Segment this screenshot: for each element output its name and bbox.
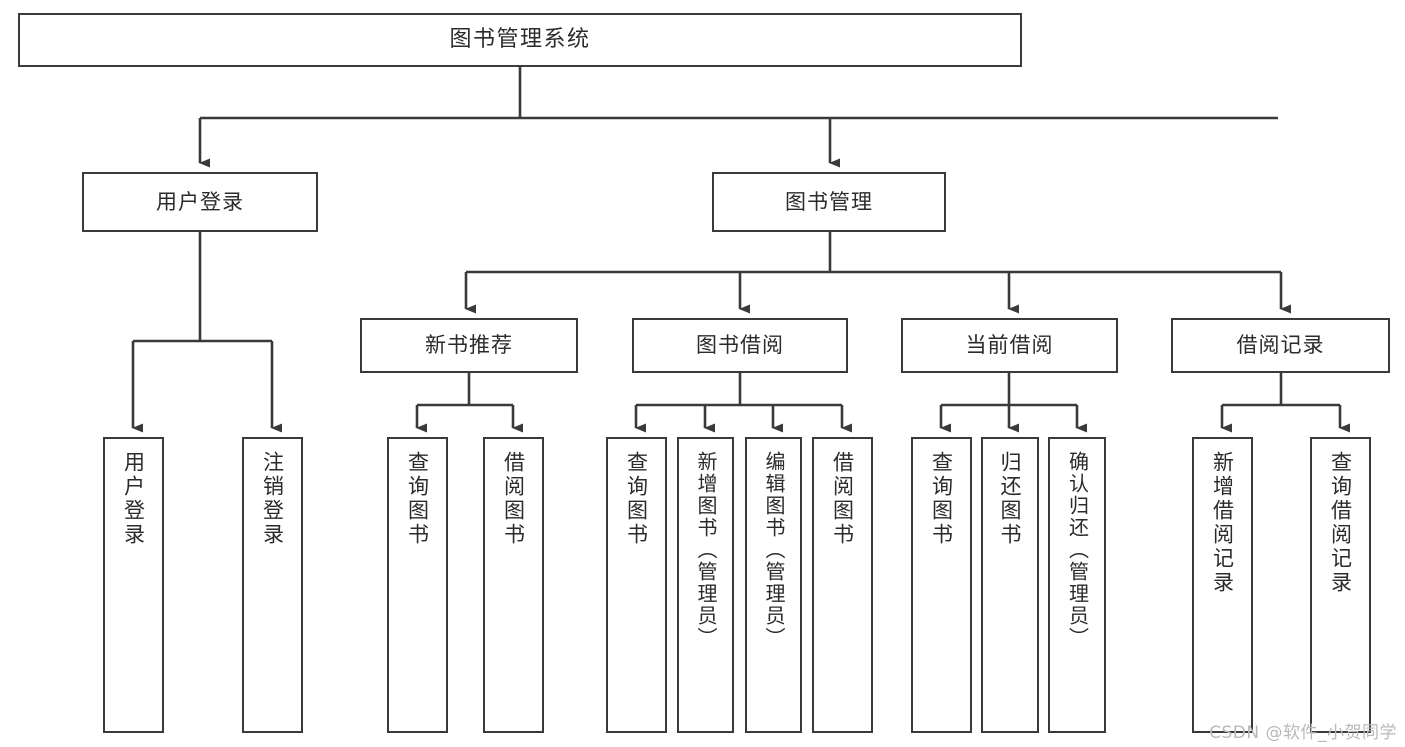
node-user-login[interactable]: 用户登录 [82, 172, 318, 232]
leaf-edit-book-admin[interactable]: 编辑图书（管理员） [745, 437, 802, 733]
node-label: 图书管理 [785, 189, 873, 214]
node-label: 图书管理系统 [449, 27, 591, 53]
node-label: 查询借阅记录 [1328, 451, 1353, 595]
node-label: 新书推荐 [425, 333, 513, 358]
leaf-query-borrow-record[interactable]: 查询借阅记录 [1310, 437, 1371, 733]
node-label: 归还图书 [998, 451, 1023, 547]
node-label: 当前借阅 [965, 333, 1054, 358]
leaf-user-login[interactable]: 用户登录 [103, 437, 164, 733]
node-root-system[interactable]: 图书管理系统 [18, 13, 1022, 67]
leaf-logout[interactable]: 注销登录 [242, 437, 303, 733]
node-label: 确认归还（管理员） [1065, 451, 1090, 649]
node-book-borrow[interactable]: 图书借阅 [632, 318, 848, 373]
node-book-manage[interactable]: 图书管理 [712, 172, 946, 232]
node-label: 图书借阅 [696, 333, 784, 358]
node-label: 借阅图书 [830, 451, 855, 547]
leaf-borrow-book[interactable]: 借阅图书 [812, 437, 873, 733]
node-label: 新增借阅记录 [1210, 451, 1235, 595]
node-current-borrow[interactable]: 当前借阅 [901, 318, 1118, 373]
leaf-return-book[interactable]: 归还图书 [981, 437, 1039, 733]
leaf-query-book-recommend[interactable]: 查询图书 [387, 437, 448, 733]
leaf-borrow-book-recommend[interactable]: 借阅图书 [483, 437, 544, 733]
leaf-add-borrow-record[interactable]: 新增借阅记录 [1192, 437, 1253, 733]
node-label: 查询图书 [929, 451, 954, 547]
node-label: 新增图书（管理员） [694, 451, 718, 649]
leaf-query-book-borrow[interactable]: 查询图书 [606, 437, 667, 733]
node-label: 查询图书 [624, 451, 649, 547]
node-new-book-recommend[interactable]: 新书推荐 [360, 318, 578, 373]
node-label: 借阅记录 [1236, 333, 1325, 358]
node-label: 查询图书 [405, 451, 430, 547]
node-label: 用户登录 [121, 451, 146, 547]
node-label: 编辑图书（管理员） [762, 451, 786, 649]
leaf-add-book-admin[interactable]: 新增图书（管理员） [677, 437, 734, 733]
leaf-query-book-current[interactable]: 查询图书 [911, 437, 972, 733]
leaf-confirm-return-admin[interactable]: 确认归还（管理员） [1048, 437, 1106, 733]
node-label: 用户登录 [156, 189, 244, 214]
node-label: 借阅图书 [501, 451, 526, 547]
node-label: 注销登录 [260, 451, 285, 547]
node-borrow-record[interactable]: 借阅记录 [1171, 318, 1390, 373]
